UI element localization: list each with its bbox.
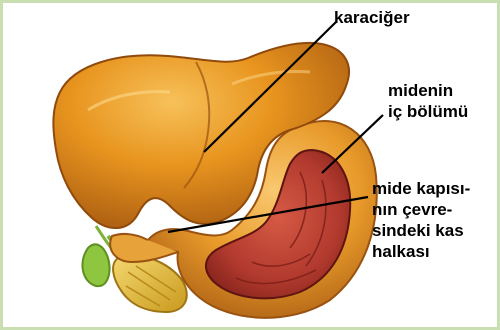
label-pyloric-muscle: mide kapısı- nın çevre- sindeki kas halk… xyxy=(372,178,470,262)
pancreas xyxy=(113,255,187,312)
label-liver: karaciğer xyxy=(334,7,410,28)
label-stomach-inner: midenin iç bölümü xyxy=(388,80,468,122)
